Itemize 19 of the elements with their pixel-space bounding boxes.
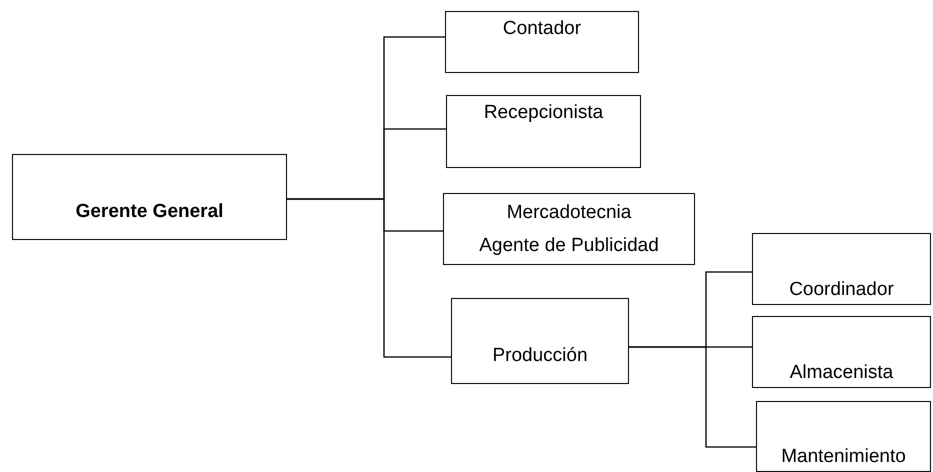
role-title: Contador — [502, 18, 582, 41]
role-title: Almacenista — [790, 362, 894, 385]
org-box — [451, 298, 629, 384]
role-title: Recepcionista — [484, 102, 604, 125]
org-box — [446, 95, 641, 168]
role-title: Gerente General — [76, 200, 224, 224]
role-title: Mantenimiento — [781, 446, 906, 469]
org-box — [752, 316, 931, 388]
connector-line — [287, 198, 451, 358]
role-title: Agente de Publicidad — [479, 234, 659, 258]
role-title: Coordinador — [789, 279, 894, 302]
org-box — [443, 193, 695, 265]
org-box — [445, 11, 639, 73]
role-title: Producción — [492, 344, 588, 368]
org-box — [12, 154, 287, 240]
connector-line — [629, 346, 756, 448]
role-title: Mercadotecnia — [506, 202, 632, 225]
org-box — [756, 401, 931, 472]
org-box — [752, 233, 931, 305]
